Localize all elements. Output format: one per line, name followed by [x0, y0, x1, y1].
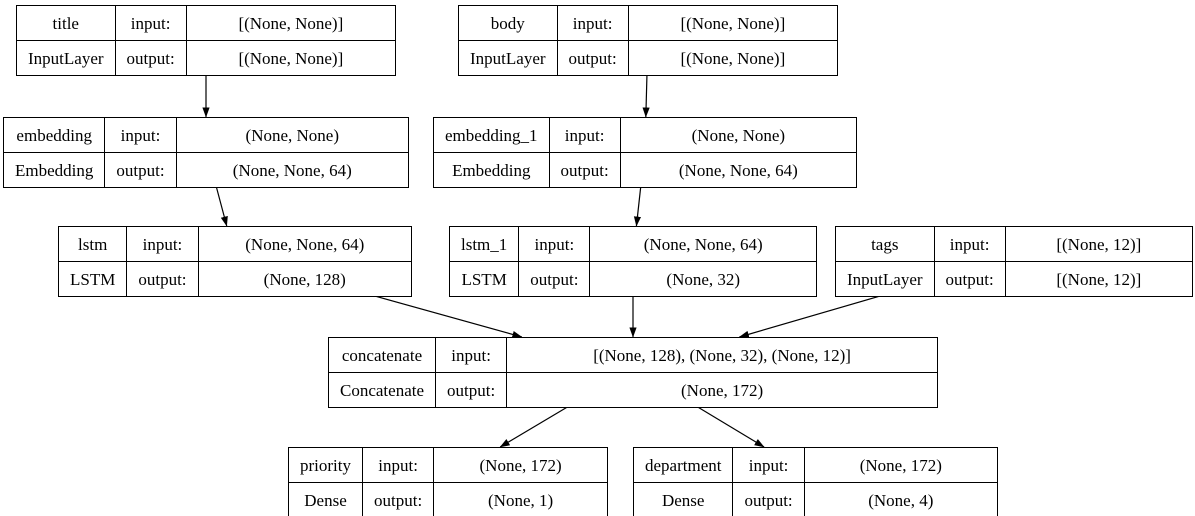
layer-record-table: lstm input: (None, None, 64) LSTM output… — [57, 226, 413, 297]
layer-record-table: tags input: [(None, 12)] InputLayer outp… — [835, 226, 1194, 297]
layer-type: InputLayer — [458, 40, 558, 76]
input-shape: [(None, None)] — [185, 5, 397, 41]
layer-type: InputLayer — [16, 40, 116, 76]
input-shape: [(None, None)] — [627, 5, 839, 41]
layer-name: embedding_1 — [433, 117, 550, 153]
layer-type: Embedding — [2, 152, 106, 188]
layer-type: LSTM — [448, 261, 520, 297]
output-label: output: — [518, 261, 591, 297]
layer-record-table: concatenate input: [(None, 128), (None, … — [327, 337, 938, 408]
layer-node-concatenate: concatenate input: [(None, 128), (None, … — [327, 337, 938, 408]
output-shape: (None, 128) — [197, 261, 413, 297]
output-label: output: — [556, 40, 629, 76]
layer-type: Dense — [288, 482, 363, 516]
output-label: output: — [548, 152, 621, 188]
input-shape: (None, 172) — [803, 447, 999, 483]
layer-record-table: priority input: (None, 172) Dense output… — [288, 447, 608, 516]
input-label: input: — [435, 337, 508, 373]
output-label: output: — [361, 482, 435, 516]
layer-name: concatenate — [327, 337, 437, 373]
output-shape: [(None, None)] — [185, 40, 397, 76]
output-shape: [(None, None)] — [627, 40, 839, 76]
output-label: output: — [435, 372, 508, 408]
input-shape: (None, None) — [619, 117, 858, 153]
input-shape: [(None, 12)] — [1004, 226, 1194, 262]
layer-type: InputLayer — [835, 261, 935, 297]
layer-type: Dense — [632, 482, 734, 516]
layer-record-table: lstm_1 input: (None, None, 64) LSTM outp… — [448, 226, 817, 297]
layer-name: lstm_1 — [448, 226, 520, 262]
layer-name: priority — [288, 447, 363, 483]
input-label: input: — [556, 5, 629, 41]
layer-record-table: body input: [(None, None)] InputLayer ou… — [458, 5, 839, 76]
output-shape: (None, None, 64) — [175, 152, 410, 188]
layer-record-table: title input: [(None, None)] InputLayer o… — [16, 5, 397, 76]
layer-name: lstm — [57, 226, 128, 262]
layer-record-table: department input: (None, 172) Dense outp… — [632, 447, 999, 516]
layer-node-title: title input: [(None, None)] InputLayer o… — [16, 5, 397, 76]
layer-name: embedding — [2, 117, 106, 153]
layer-type: Concatenate — [327, 372, 437, 408]
input-label: input: — [548, 117, 621, 153]
layer-name: department — [632, 447, 734, 483]
input-label: input: — [114, 5, 187, 41]
layer-node-department: department input: (None, 172) Dense outp… — [632, 447, 999, 516]
layer-node-tags: tags input: [(None, 12)] InputLayer outp… — [835, 226, 1194, 297]
input-label: input: — [126, 226, 199, 262]
output-shape: (None, 32) — [589, 261, 817, 297]
input-label: input: — [104, 117, 177, 153]
layer-node-lstm: lstm input: (None, None, 64) LSTM output… — [57, 226, 413, 297]
output-shape: (None, 172) — [506, 372, 938, 408]
output-label: output: — [732, 482, 805, 516]
input-shape: [(None, 128), (None, 32), (None, 12)] — [506, 337, 938, 373]
input-label: input: — [361, 447, 435, 483]
layer-node-embedding: embedding input: (None, None) Embedding … — [2, 117, 410, 188]
output-shape: (None, 1) — [433, 482, 608, 516]
layer-name: title — [16, 5, 116, 41]
input-shape: (None, None, 64) — [197, 226, 413, 262]
output-label: output: — [933, 261, 1006, 297]
output-shape: (None, None, 64) — [619, 152, 858, 188]
layer-type: LSTM — [57, 261, 128, 297]
output-label: output: — [126, 261, 199, 297]
output-shape: (None, 4) — [803, 482, 999, 516]
layer-node-lstm-1: lstm_1 input: (None, None, 64) LSTM outp… — [448, 226, 817, 297]
input-shape: (None, None, 64) — [589, 226, 817, 262]
layer-record-table: embedding_1 input: (None, None) Embeddin… — [433, 117, 858, 188]
layer-type: Embedding — [433, 152, 550, 188]
output-label: output: — [104, 152, 177, 188]
input-shape: (None, 172) — [433, 447, 608, 483]
input-shape: (None, None) — [175, 117, 410, 153]
layer-node-priority: priority input: (None, 172) Dense output… — [288, 447, 608, 516]
input-label: input: — [732, 447, 805, 483]
input-label: input: — [518, 226, 591, 262]
input-label: input: — [933, 226, 1006, 262]
layer-record-table: embedding input: (None, None) Embedding … — [2, 117, 410, 188]
layer-name: body — [458, 5, 558, 41]
layer-name: tags — [835, 226, 935, 262]
output-label: output: — [114, 40, 187, 76]
layer-node-embedding-1: embedding_1 input: (None, None) Embeddin… — [433, 117, 858, 188]
output-shape: [(None, 12)] — [1004, 261, 1194, 297]
layer-node-body: body input: [(None, None)] InputLayer ou… — [458, 5, 839, 76]
